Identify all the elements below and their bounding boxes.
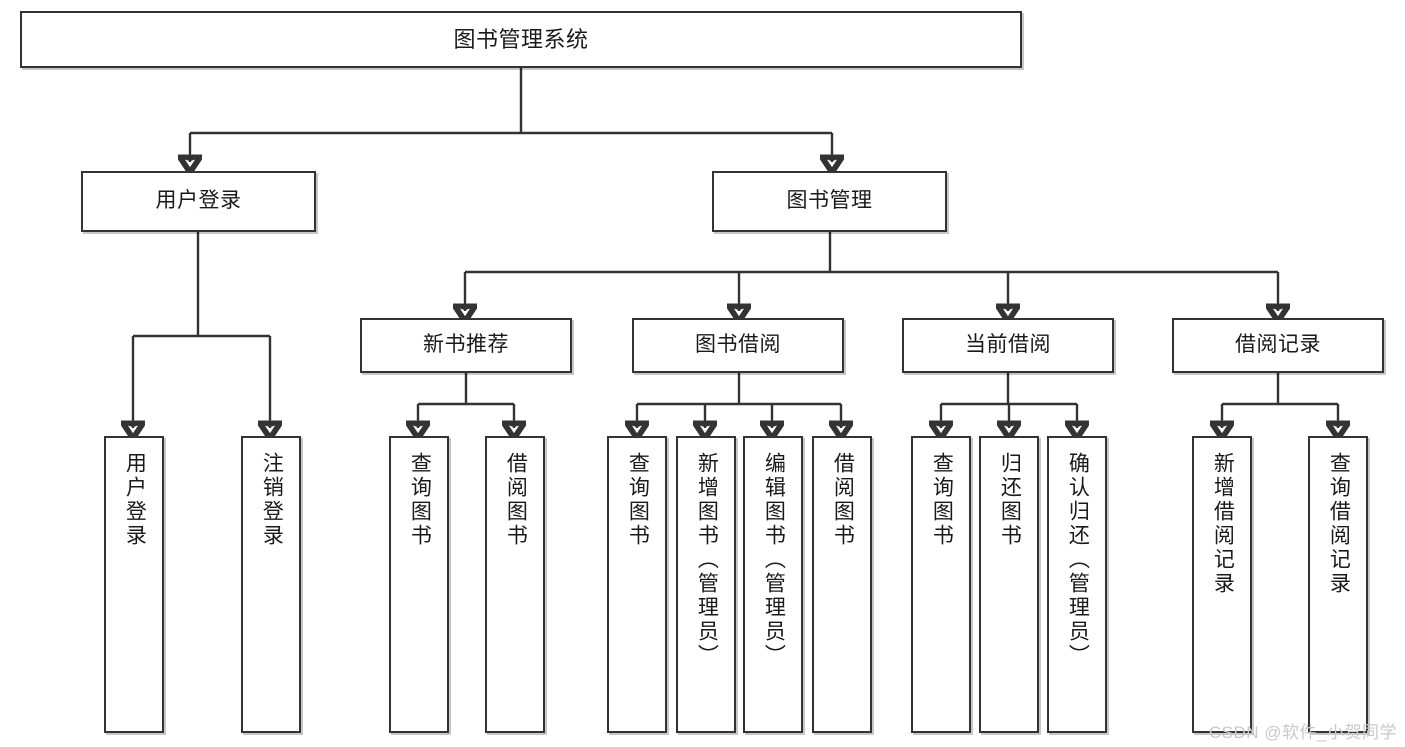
node-label: 查询图书	[408, 452, 432, 548]
node-label: 借阅图书	[831, 452, 855, 548]
leaf-current-confirm-return-admin[interactable]: 确认归还（管理员）	[1047, 436, 1107, 733]
leaf-borrow-borrow-books[interactable]: 借阅图书	[812, 436, 872, 733]
leaf-borrow-add-book-admin[interactable]: 新增图书（管理员）	[676, 436, 736, 733]
csdn-watermark: CSDN @软件_小贺同学	[1208, 723, 1397, 742]
node-label: 新书推荐	[423, 333, 509, 357]
leaf-current-query-books[interactable]: 查询图书	[911, 436, 971, 733]
node-label: 图书借阅	[695, 333, 781, 357]
node-user-login[interactable]: 用户登录	[81, 171, 316, 232]
node-label: 当前借阅	[965, 333, 1051, 357]
node-label: 查询图书	[626, 452, 650, 548]
leaf-borrow-edit-book-admin[interactable]: 编辑图书（管理员）	[743, 436, 803, 733]
node-root-library-management-system[interactable]: 图书管理系统	[20, 11, 1022, 68]
node-label: 图书管理系统	[453, 26, 589, 52]
node-borrowing-record[interactable]: 借阅记录	[1172, 318, 1384, 373]
node-label: 新增图书（管理员）	[695, 452, 719, 668]
leaf-record-add-borrow-record[interactable]: 新增借阅记录	[1192, 436, 1252, 733]
leaf-user-login-login[interactable]: 用户登录	[104, 436, 164, 733]
node-book-borrowing[interactable]: 图书借阅	[632, 318, 844, 373]
node-label: 借阅图书	[504, 452, 528, 548]
node-label: 确认归还（管理员）	[1066, 452, 1090, 668]
node-label: 查询借阅记录	[1327, 452, 1351, 596]
node-label: 归还图书	[998, 452, 1022, 548]
leaf-new-book-query-books[interactable]: 查询图书	[389, 436, 449, 733]
leaf-new-book-borrow-books[interactable]: 借阅图书	[485, 436, 545, 733]
node-label: 注销登录	[260, 452, 284, 548]
node-new-book-recommendation[interactable]: 新书推荐	[360, 318, 572, 373]
node-label: 查询图书	[930, 452, 954, 548]
leaf-current-return-books[interactable]: 归还图书	[979, 436, 1039, 733]
node-label: 借阅记录	[1235, 333, 1321, 357]
node-label: 图书管理	[786, 189, 873, 213]
node-label: 用户登录	[155, 189, 242, 213]
node-label: 编辑图书（管理员）	[762, 452, 786, 668]
node-book-management[interactable]: 图书管理	[712, 171, 947, 232]
leaf-user-login-logout[interactable]: 注销登录	[241, 436, 301, 733]
node-label: 用户登录	[123, 452, 147, 548]
leaf-record-query-borrow-record[interactable]: 查询借阅记录	[1308, 436, 1368, 733]
node-label: 新增借阅记录	[1211, 452, 1235, 596]
node-current-borrowing[interactable]: 当前借阅	[902, 318, 1114, 373]
leaf-borrow-query-books[interactable]: 查询图书	[607, 436, 667, 733]
